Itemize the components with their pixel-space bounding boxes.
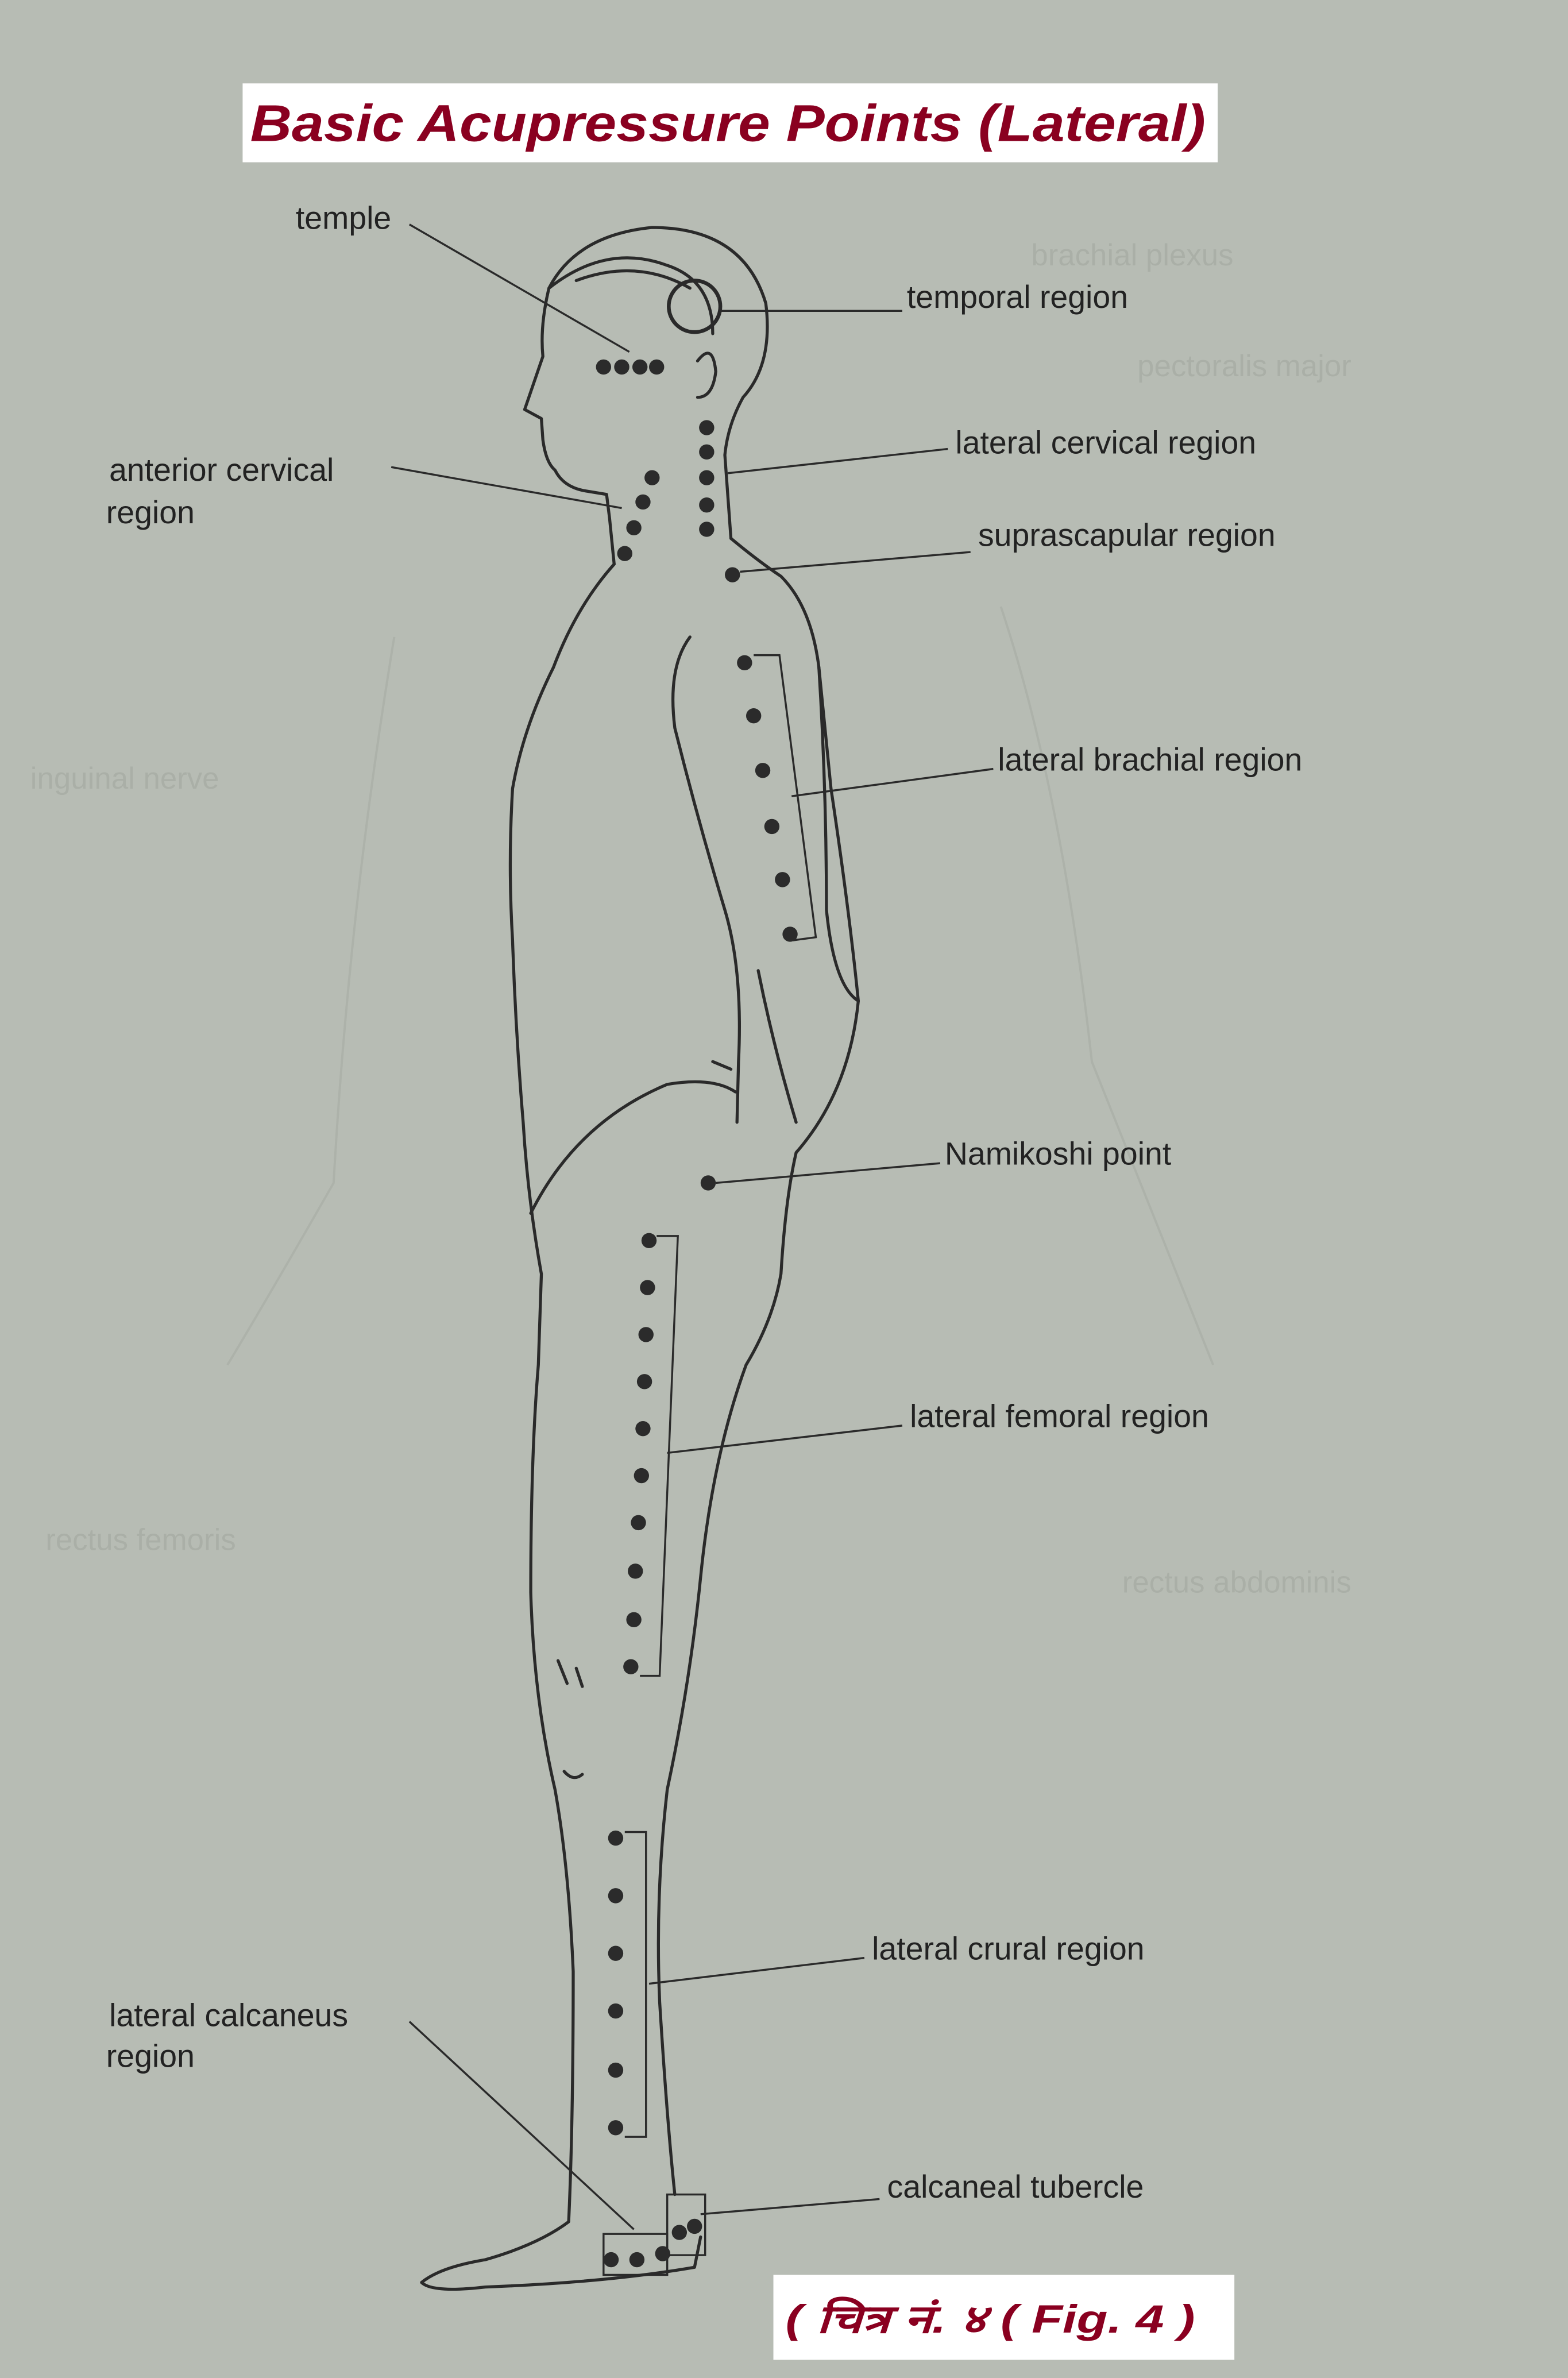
label-lateral-crural-region: lateral crural region — [872, 1931, 1145, 1966]
knee-lines — [556, 1659, 584, 1779]
lateral-cervical-points — [699, 420, 715, 537]
title-box — [242, 83, 1218, 163]
temple-points — [596, 359, 665, 375]
caption-box — [773, 2275, 1235, 2360]
label-lateral-calcaneus-1: lateral calcaneus — [109, 1997, 348, 2033]
anterior-cervical-points — [617, 470, 660, 561]
label-suprascapular-region: suprascapular region — [978, 518, 1276, 553]
label-lateral-femoral-region: lateral femoral region — [910, 1399, 1209, 1434]
temporal-region-marker — [667, 279, 723, 334]
show-through-ghost-figure: brachial plexus pectoralis major inguina… — [30, 238, 1351, 1599]
leader-lines — [391, 223, 994, 2276]
svg-text:rectus abdominis: rectus abdominis — [1122, 1565, 1351, 1599]
lateral-calcaneus-points — [603, 2246, 670, 2268]
head-outline — [523, 226, 769, 566]
lateral-crural-points — [608, 1830, 624, 2136]
lateral-femoral-points — [623, 1233, 657, 1674]
label-anterior-cervical-2: region — [106, 495, 195, 530]
label-lateral-brachial-region: lateral brachial region — [998, 742, 1302, 777]
svg-text:brachial plexus: brachial plexus — [1031, 238, 1233, 272]
figure-caption: ( चित्र नं. ४ ( Fig. 4 ) — [786, 2296, 1195, 2341]
label-anterior-cervical-1: anterior cervical — [109, 452, 334, 488]
label-namikoshi-point: Namikoshi point — [945, 1136, 1171, 1172]
buttock-outline — [529, 1080, 737, 1215]
suprascapular-point — [725, 567, 740, 582]
diagram-title: Basic Acupressure Points (Lateral) — [250, 95, 1206, 153]
label-temporal-region: temporal region — [907, 279, 1128, 315]
svg-text:rectus femoris: rectus femoris — [45, 1523, 236, 1557]
label-lateral-calcaneus-2: region — [106, 2039, 195, 2074]
human-figure-lateral — [420, 226, 860, 2291]
svg-text:inguinal nerve: inguinal nerve — [30, 762, 219, 796]
hair-outline — [547, 256, 715, 335]
namikoshi-point — [700, 1175, 716, 1191]
labels: temple temporal region lateral cervical … — [106, 200, 1302, 2205]
acupressure-points — [596, 359, 798, 2268]
calcaneal-tubercle-points — [671, 2218, 702, 2240]
label-lateral-cervical-region: lateral cervical region — [955, 424, 1256, 460]
arm-outline — [671, 635, 860, 1124]
svg-text:pectoralis major: pectoralis major — [1137, 349, 1351, 383]
back-outline — [656, 536, 860, 2196]
torso-front-outline — [420, 562, 702, 2291]
label-calcaneal-tubercle: calcaneal tubercle — [887, 2169, 1144, 2205]
ear-outline — [696, 352, 717, 399]
label-temple: temple — [296, 200, 391, 236]
lateral-brachial-points — [737, 655, 798, 942]
